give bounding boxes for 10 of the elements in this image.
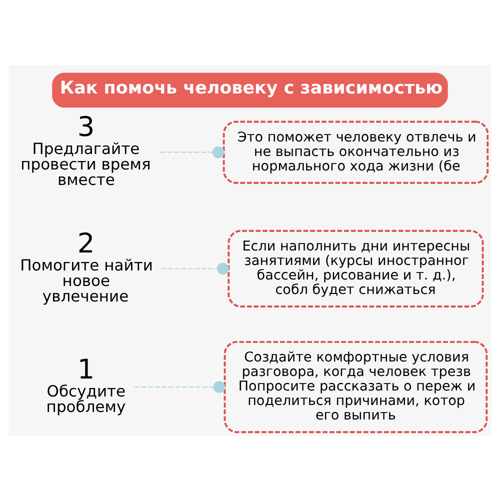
node-text: 2 Помогите найти новое увлечение bbox=[20, 228, 153, 305]
node-box: Если наполнить дни интересны занятиями (курсы иностранног бассейн, рисование и т. д.), собл будет снижаться bbox=[228, 229, 484, 307]
node-box: Создайте комфортные условия разговора, когда человек трезв Попросите рассказать о переж и поделиться причинами, котор его выпить bbox=[224, 340, 488, 433]
diagram-title: Как помочь человеку с зависимостью bbox=[60, 78, 443, 98]
node-box: Это поможет человеку отвлечь и не выпасть окончательно из нормального хода жизни (бе bbox=[222, 120, 489, 184]
node-text: 1 Обсудите проблему bbox=[46, 354, 126, 416]
node-text: 3 Предлагайте провести время вместе bbox=[20, 112, 151, 189]
connector bbox=[160, 262, 229, 274]
connector bbox=[160, 146, 224, 158]
connector bbox=[134, 380, 226, 392]
